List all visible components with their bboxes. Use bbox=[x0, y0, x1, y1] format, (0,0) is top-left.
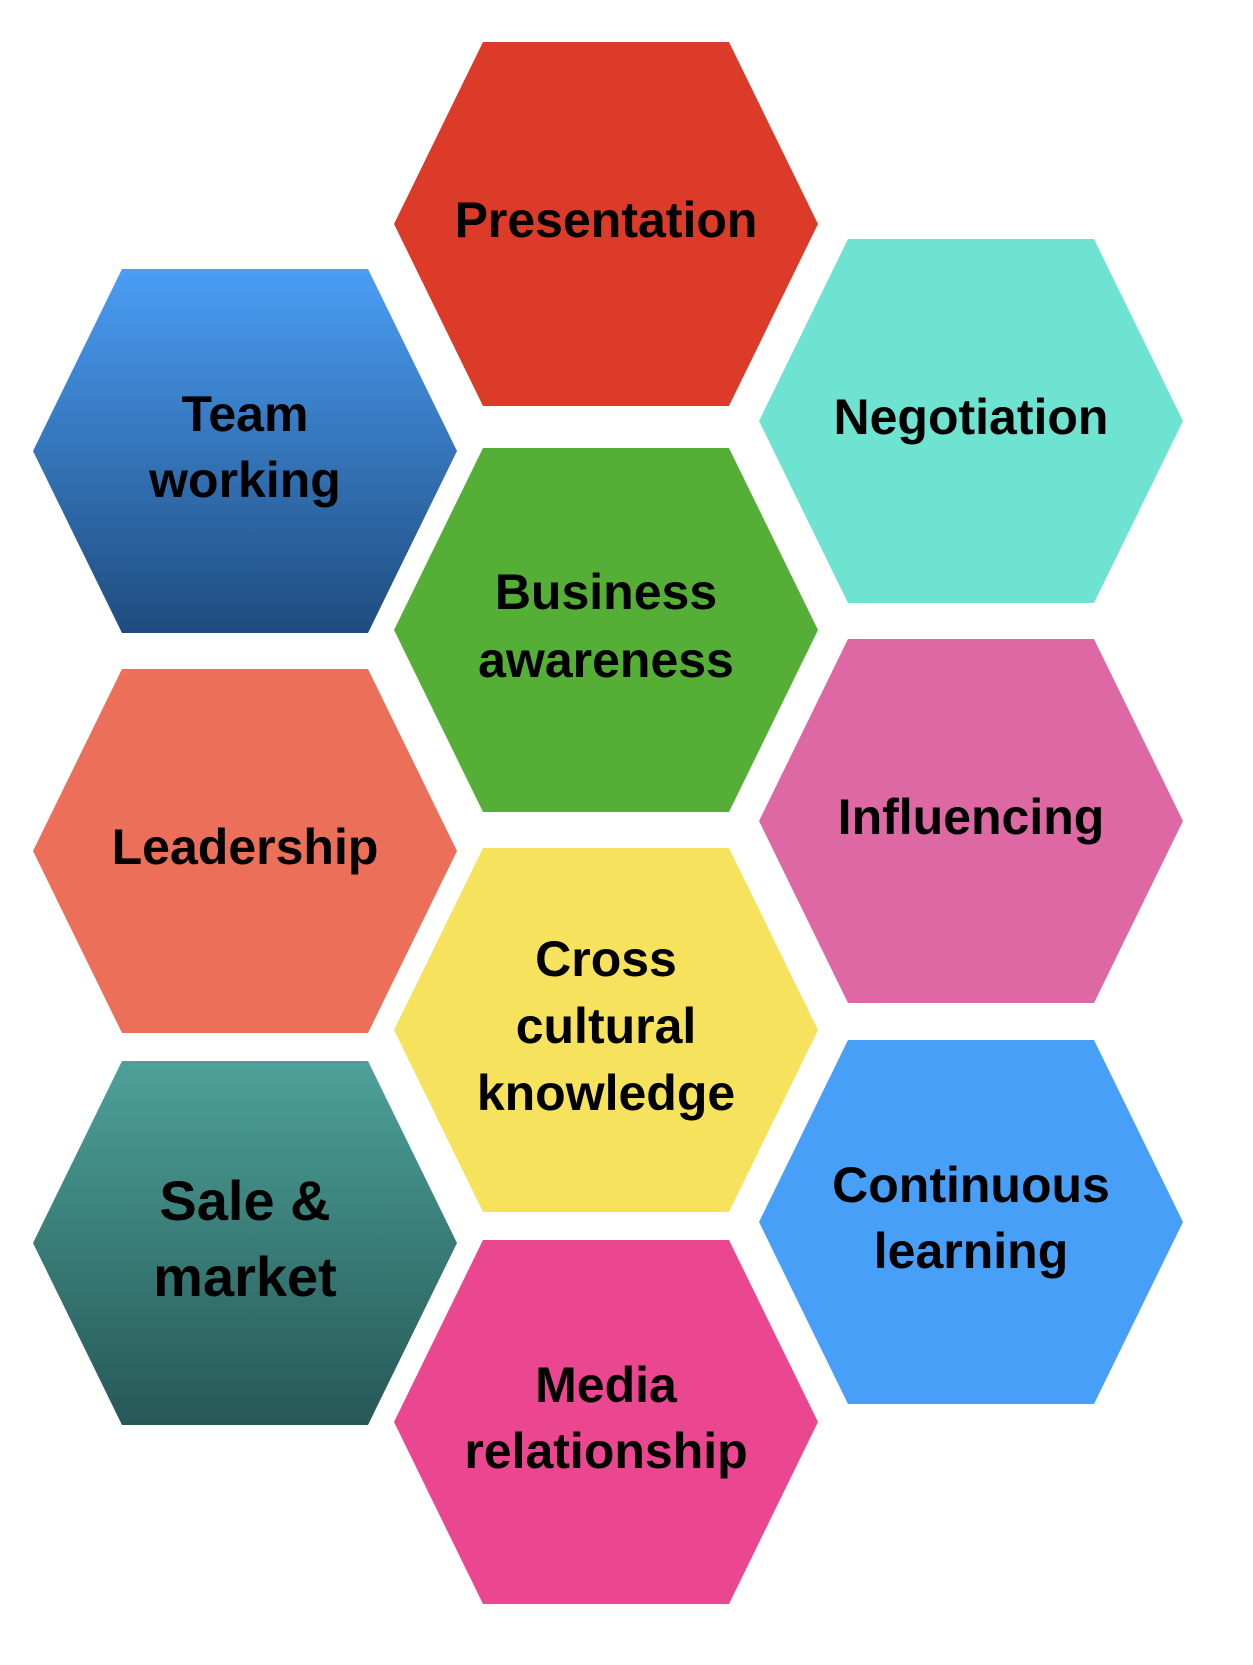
hexagon-label-team-working-line-2: working bbox=[148, 452, 341, 508]
hexagon-shape bbox=[759, 639, 1183, 1003]
hexagon-business-awareness: Business awareness bbox=[394, 448, 818, 812]
hexagon-team-working: Team working bbox=[33, 269, 457, 633]
hexagon-label-cross-cultural-knowledge-line-3: knowledge bbox=[477, 1065, 735, 1121]
hexagon-leadership: Leadership bbox=[33, 669, 457, 1033]
hexagon-label-business-awareness-line-1: Business bbox=[495, 564, 717, 620]
hexagon-continuous-learning: Continuous learning bbox=[759, 1040, 1183, 1404]
hexagon-label-cross-cultural-knowledge-line-2: cultural bbox=[516, 998, 697, 1054]
hexagon-shape bbox=[394, 1240, 818, 1604]
hexagon-label-sale-market-line-1: Sale & bbox=[159, 1169, 330, 1232]
hexagon-label-media-relationship-line-2: relationship bbox=[464, 1423, 747, 1479]
hexagon-shape bbox=[759, 239, 1183, 603]
hexagon-media-relationship: Media relationship bbox=[394, 1240, 818, 1604]
hexagon-cross-cultural-knowledge: Cross cultural knowledge bbox=[394, 848, 818, 1212]
hexagon-shape bbox=[33, 669, 457, 1033]
hexagon-label-business-awareness-line-2: awareness bbox=[478, 632, 734, 688]
hexagon-sale-market: Sale & market bbox=[33, 1061, 457, 1425]
hexagon-label-team-working-line-1: Team bbox=[182, 386, 309, 442]
hexagon-label-negotiation-line-1: Negotiation bbox=[834, 389, 1109, 445]
hexagon-label-presentation-line-1: Presentation bbox=[455, 192, 758, 248]
hexagon-shape bbox=[394, 848, 818, 1212]
hexagon-influencing: Influencing bbox=[759, 639, 1183, 1003]
hexagon-label-continuous-learning-line-2: learning bbox=[874, 1223, 1068, 1279]
hexagon-shape bbox=[33, 1061, 457, 1425]
hexagon-shape bbox=[759, 1040, 1183, 1404]
hexagon-presentation: Presentation bbox=[394, 42, 818, 406]
hexagon-label-influencing-line-1: Influencing bbox=[838, 789, 1105, 845]
hexagon-label-leadership-line-1: Leadership bbox=[112, 819, 379, 875]
hexagon-label-media-relationship-line-1: Media bbox=[535, 1357, 678, 1413]
hexagon-shape bbox=[33, 269, 457, 633]
hexagon-label-cross-cultural-knowledge-line-1: Cross bbox=[535, 931, 677, 987]
hexagon-shape bbox=[394, 42, 818, 406]
hexagon-shape bbox=[394, 448, 818, 812]
hexagon-negotiation: Negotiation bbox=[759, 239, 1183, 603]
hexagon-label-sale-market-line-2: market bbox=[153, 1245, 337, 1308]
hexagon-label-continuous-learning-line-1: Continuous bbox=[832, 1157, 1110, 1213]
